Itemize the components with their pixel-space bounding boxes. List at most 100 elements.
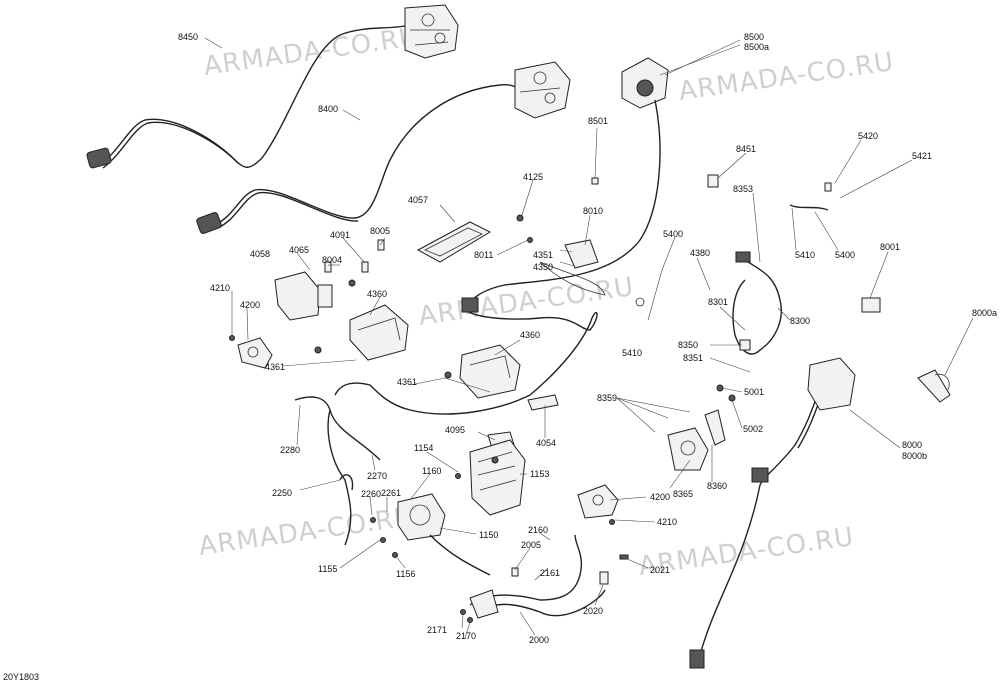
label-8004: 8004 [322, 255, 342, 265]
label-4054: 4054 [536, 438, 556, 448]
label-8000: 8000 [902, 440, 922, 450]
label-4361-right: 4361 [397, 377, 417, 387]
fuse-8004 [324, 261, 332, 273]
bracket-4200-left [229, 335, 273, 369]
battery-cable-2000 [469, 534, 606, 619]
module-8365 [667, 427, 709, 471]
clip-8501 [591, 177, 599, 185]
label-2020: 2020 [583, 606, 603, 616]
connector-4350 [461, 297, 479, 313]
nut-4361-right [444, 371, 452, 379]
bracket-8010 [539, 214, 606, 296]
label-8365: 8365 [673, 489, 693, 499]
label-4360-lower: 4360 [520, 330, 540, 340]
nut-2171 [460, 609, 466, 615]
watermark-3: ARMADA-CO.RU [417, 272, 636, 332]
label-8450: 8450 [178, 32, 198, 42]
switch-5420 [824, 182, 832, 192]
label-8005: 8005 [370, 226, 390, 236]
label-5410-right: 5410 [795, 250, 815, 260]
ecm-1153 [469, 439, 526, 516]
reference-labels: 8450 8400 8500 8500a 8501 4125 8010 8011… [178, 32, 997, 645]
module-4058 [274, 271, 333, 321]
cover-4057 [416, 204, 492, 263]
label-8360: 8360 [707, 481, 727, 491]
label-4095: 4095 [445, 425, 465, 435]
screw-1155 [380, 537, 386, 543]
wire-5410 [789, 204, 829, 211]
label-2021: 2021 [650, 565, 670, 575]
label-2250: 2250 [272, 488, 292, 498]
switch-housing-right [514, 61, 571, 119]
screw-2260 [370, 517, 376, 523]
watermark-1: ARMADA-CO.RU [202, 22, 421, 82]
label-2270: 2270 [367, 471, 387, 481]
label-5421: 5421 [912, 151, 932, 161]
label-8400: 8400 [318, 104, 338, 114]
harness-8300 [732, 251, 782, 355]
label-8351: 8351 [683, 353, 703, 363]
label-5420: 5420 [858, 131, 878, 141]
connector-8000a [917, 369, 951, 403]
label-1150: 1150 [479, 530, 498, 540]
screw-4210-right [609, 519, 615, 525]
figure-code: 20Y1803 [3, 672, 39, 682]
label-4091: 4091 [330, 230, 350, 240]
screw-2021 [619, 554, 629, 560]
tray-4360-upper [349, 304, 409, 361]
label-1154: 1154 [414, 443, 433, 453]
label-8350: 8350 [678, 340, 698, 350]
bracket-8360 [704, 409, 726, 446]
clip-8451 [707, 174, 719, 188]
nut-4065 [348, 279, 356, 287]
label-2161: 2161 [540, 568, 560, 578]
label-2170: 2170 [456, 631, 476, 641]
label-2000: 2000 [529, 635, 549, 645]
sensor-5400 [635, 297, 645, 307]
label-4210-left: 4210 [210, 283, 230, 293]
nut-4361-left [314, 346, 322, 354]
screw-8011 [527, 237, 533, 243]
leader-lines [204, 37, 974, 639]
label-8353: 8353 [733, 184, 753, 194]
nut-2170 [467, 617, 473, 623]
label-4380: 4380 [690, 248, 710, 258]
watermark-2: ARMADA-CO.RU [677, 47, 896, 107]
nut-1154 [455, 473, 461, 479]
label-2171: 2171 [427, 625, 447, 635]
throttle-housing [464, 44, 741, 311]
label-1153: 1153 [530, 469, 549, 479]
label-4361-left: 4361 [265, 362, 285, 372]
label-8301: 8301 [708, 297, 728, 307]
label-8501: 8501 [588, 116, 608, 126]
label-4360-upper: 4360 [367, 289, 387, 299]
label-2260: 2260 [361, 489, 381, 499]
label-8000a: 8000a [972, 308, 997, 318]
harness-8450 [86, 24, 411, 169]
label-4351: 4351 [533, 250, 553, 260]
label-5002: 5002 [743, 424, 763, 434]
label-2261: 2261 [381, 488, 401, 498]
label-4065: 4065 [289, 245, 309, 255]
label-1160: 1160 [422, 466, 441, 476]
fuse-8005 [377, 239, 385, 251]
label-8011: 8011 [474, 250, 493, 260]
label-5400-right: 5400 [835, 250, 855, 260]
label-8359: 8359 [597, 393, 617, 403]
label-8001: 8001 [880, 242, 900, 252]
label-2005: 2005 [521, 540, 541, 550]
label-5400-left: 5400 [663, 229, 683, 239]
label-4200-right: 4200 [650, 492, 670, 502]
label-4210-right: 4210 [657, 517, 677, 527]
label-4058: 4058 [250, 249, 270, 259]
label-8000b: 8000b [902, 451, 927, 461]
relay-4091 [361, 261, 369, 273]
bracket-4054 [527, 394, 559, 411]
main-harness [294, 309, 598, 546]
label-5001: 5001 [744, 387, 764, 397]
tray-4360-lower [459, 344, 521, 399]
bracket-4200-right [577, 484, 619, 519]
label-8300: 8300 [790, 316, 810, 326]
label-8010: 8010 [583, 206, 603, 216]
